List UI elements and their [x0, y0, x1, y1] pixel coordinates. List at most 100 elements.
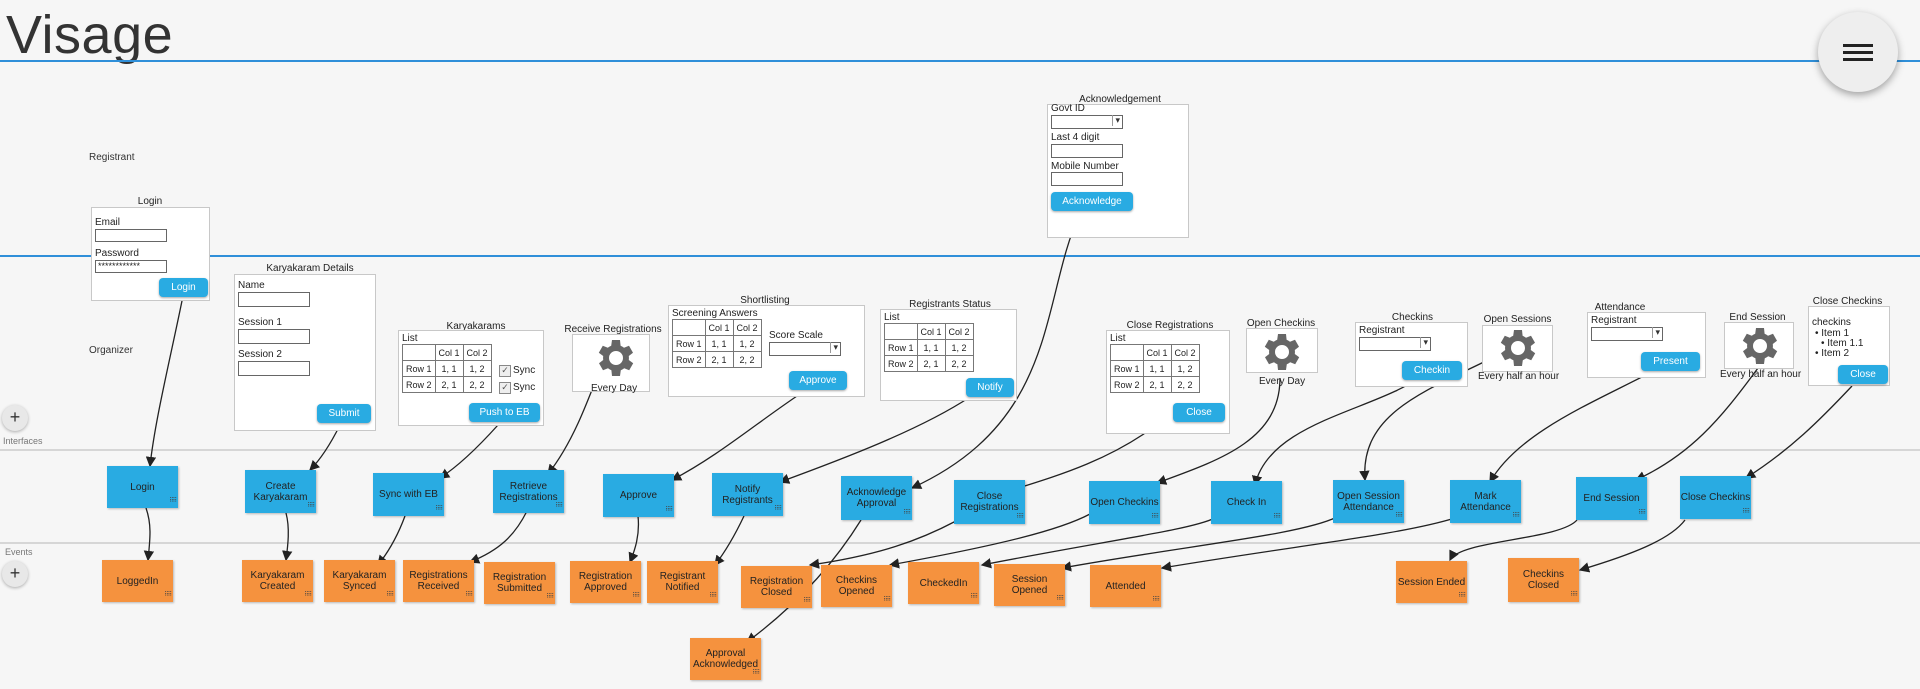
present-button[interactable]: Present: [1641, 352, 1700, 371]
gear-icon: [1264, 334, 1300, 370]
event-registration-submitted[interactable]: Registration Submitted⠿⠿: [484, 562, 555, 604]
event-attended[interactable]: Attended⠿⠿: [1090, 565, 1161, 607]
open-sessions-caption: Every half an hour: [1478, 371, 1560, 382]
command-approve[interactable]: Approve⠿⠿: [603, 474, 674, 517]
acknowledge-button[interactable]: Acknowledge: [1051, 192, 1133, 211]
command-login[interactable]: Login⠿⠿: [107, 466, 178, 508]
event-karyakaram-created[interactable]: Karyakaram Created⠿⠿: [242, 560, 313, 602]
table-cell: [672, 319, 706, 336]
command-mark-attendance[interactable]: Mark Attendance⠿⠿: [1450, 480, 1521, 523]
table-cell: 1, 2: [462, 360, 492, 377]
add-interface-button[interactable]: +: [2, 405, 28, 431]
close-registrations-title: Close Registrations: [1126, 320, 1214, 331]
table-cell: Col 2: [462, 344, 492, 361]
event-checkins-closed[interactable]: Checkins Closed⠿⠿: [1508, 558, 1579, 602]
command-open-session-attendance[interactable]: Open Session Attendance⠿⠿: [1333, 480, 1404, 523]
last4-field[interactable]: [1051, 144, 1123, 158]
command-end-session[interactable]: End Session⠿⠿: [1576, 477, 1647, 520]
lane-events: Events: [5, 547, 33, 557]
command-close-registrations[interactable]: Close Registrations⠿⠿: [954, 480, 1025, 524]
event-checkedin[interactable]: CheckedIn⠿⠿: [908, 562, 979, 604]
event-label: Registrations Received: [409, 570, 468, 592]
edge: [1634, 367, 1759, 481]
event-registration-approved[interactable]: Registration Approved⠿⠿: [570, 561, 641, 603]
end-session-caption: Every half an hour: [1720, 369, 1802, 380]
mobile-number-field[interactable]: [1051, 172, 1123, 186]
event-label: Registrant Notified: [659, 571, 706, 593]
notify-button[interactable]: Notify: [966, 378, 1014, 397]
edge: [282, 512, 293, 562]
table-cell: Row 1: [402, 360, 436, 377]
score-scale-select[interactable]: [769, 342, 841, 356]
close-registrations-button[interactable]: Close: [1173, 403, 1225, 422]
login-button[interactable]: Login: [159, 278, 208, 297]
lane-organizer: Organizer: [89, 345, 133, 356]
event-registration-closed[interactable]: Registration Closed⠿⠿: [741, 566, 812, 608]
table-cell: Row 1: [884, 339, 918, 356]
event-karyakaram-synced[interactable]: Karyakaram Synced⠿⠿: [324, 560, 395, 602]
attendance-registrant-select[interactable]: [1591, 327, 1663, 341]
command-sync-with-eb[interactable]: Sync with EB⠿⠿: [373, 473, 444, 516]
event-approval-acknowledged[interactable]: Approval Acknowledged⠿⠿: [690, 638, 761, 680]
command-check-in[interactable]: Check In⠿⠿: [1211, 481, 1282, 524]
lane-divider-top: [0, 60, 1920, 62]
table-cell: 1, 1: [704, 335, 734, 352]
email-field[interactable]: [95, 229, 167, 242]
app-title: Visage: [6, 5, 174, 65]
command-create-karyakaram[interactable]: Create Karyakaram⠿⠿: [245, 470, 316, 513]
approve-button[interactable]: Approve: [789, 371, 847, 390]
sync-checkbox-1[interactable]: ✓: [499, 365, 511, 377]
submit-button[interactable]: Submit: [317, 404, 371, 423]
push-to-eb-button[interactable]: Push to EB: [469, 403, 540, 422]
command-open-checkins[interactable]: Open Checkins⠿⠿: [1089, 481, 1160, 524]
edge: [145, 295, 184, 468]
session1-field[interactable]: [238, 329, 310, 344]
lane-divider-registrant: [0, 255, 1920, 257]
edge: [888, 513, 1091, 569]
table-cell: Row 2: [402, 376, 436, 393]
table-cell: Col 2: [732, 319, 762, 336]
event-session-opened[interactable]: Session Opened⠿⠿: [994, 564, 1065, 606]
command-retrieve-registrations[interactable]: Retrieve Registrations⠿⠿: [493, 470, 564, 513]
mobile-number-label: Mobile Number: [1051, 161, 1119, 172]
sync-checkbox-2[interactable]: ✓: [499, 382, 511, 394]
name-field[interactable]: [238, 292, 310, 307]
lane-divider-events: [0, 542, 1920, 544]
event-loggedin[interactable]: LoggedIn⠿⠿: [102, 560, 173, 602]
command-close-checkins[interactable]: Close Checkins⠿⠿: [1680, 476, 1751, 519]
password-field[interactable]: ************: [95, 260, 167, 273]
command-acknowledge-approval[interactable]: Acknowledge Approval⠿⠿: [841, 476, 912, 520]
event-registrations-received[interactable]: Registrations Received⠿⠿: [403, 560, 474, 602]
event-label: Karyakaram Created: [250, 570, 305, 592]
event-registrant-notified[interactable]: Registrant Notified⠿⠿: [647, 561, 718, 603]
session2-field[interactable]: [238, 361, 310, 376]
event-label: Registration Submitted: [492, 572, 547, 594]
govt-id-label: Govt ID: [1051, 103, 1085, 114]
edge: [1359, 351, 1505, 482]
acknowledgement-wireframe: Govt ID Last 4 digit Mobile Number Ackno…: [1047, 103, 1189, 238]
menu-button[interactable]: [1818, 12, 1898, 92]
close-registrations-list-label: List: [1110, 333, 1126, 344]
registrants-list-label: List: [884, 312, 900, 323]
close-checkins-button[interactable]: Close: [1838, 365, 1888, 384]
event-checkins-opened[interactable]: Checkins Opened⠿⠿: [821, 565, 892, 607]
add-event-button[interactable]: +: [2, 561, 28, 587]
email-label: Email: [95, 217, 121, 228]
acknowledgement-title: Acknowledgement: [1079, 94, 1161, 105]
event-label: LoggedIn: [116, 575, 159, 587]
open-checkins-title: Open Checkins: [1246, 318, 1316, 329]
event-session-ended[interactable]: Session Ended⠿⠿: [1396, 561, 1467, 603]
close-checkins-wireframe: checkins • Item 1 • Item 1.1 • Item 2 Cl…: [1808, 306, 1890, 386]
command-notify-registrants[interactable]: Notify Registrants⠿⠿: [712, 473, 783, 516]
open-checkins-caption: Every Day: [1259, 376, 1306, 387]
table-cell: [402, 344, 436, 361]
checkins-registrant-select[interactable]: [1359, 337, 1431, 351]
checkin-button[interactable]: Checkin: [1402, 361, 1462, 380]
registrants-status-title: Registrants Status: [909, 299, 991, 310]
govt-id-select[interactable]: [1051, 115, 1123, 129]
